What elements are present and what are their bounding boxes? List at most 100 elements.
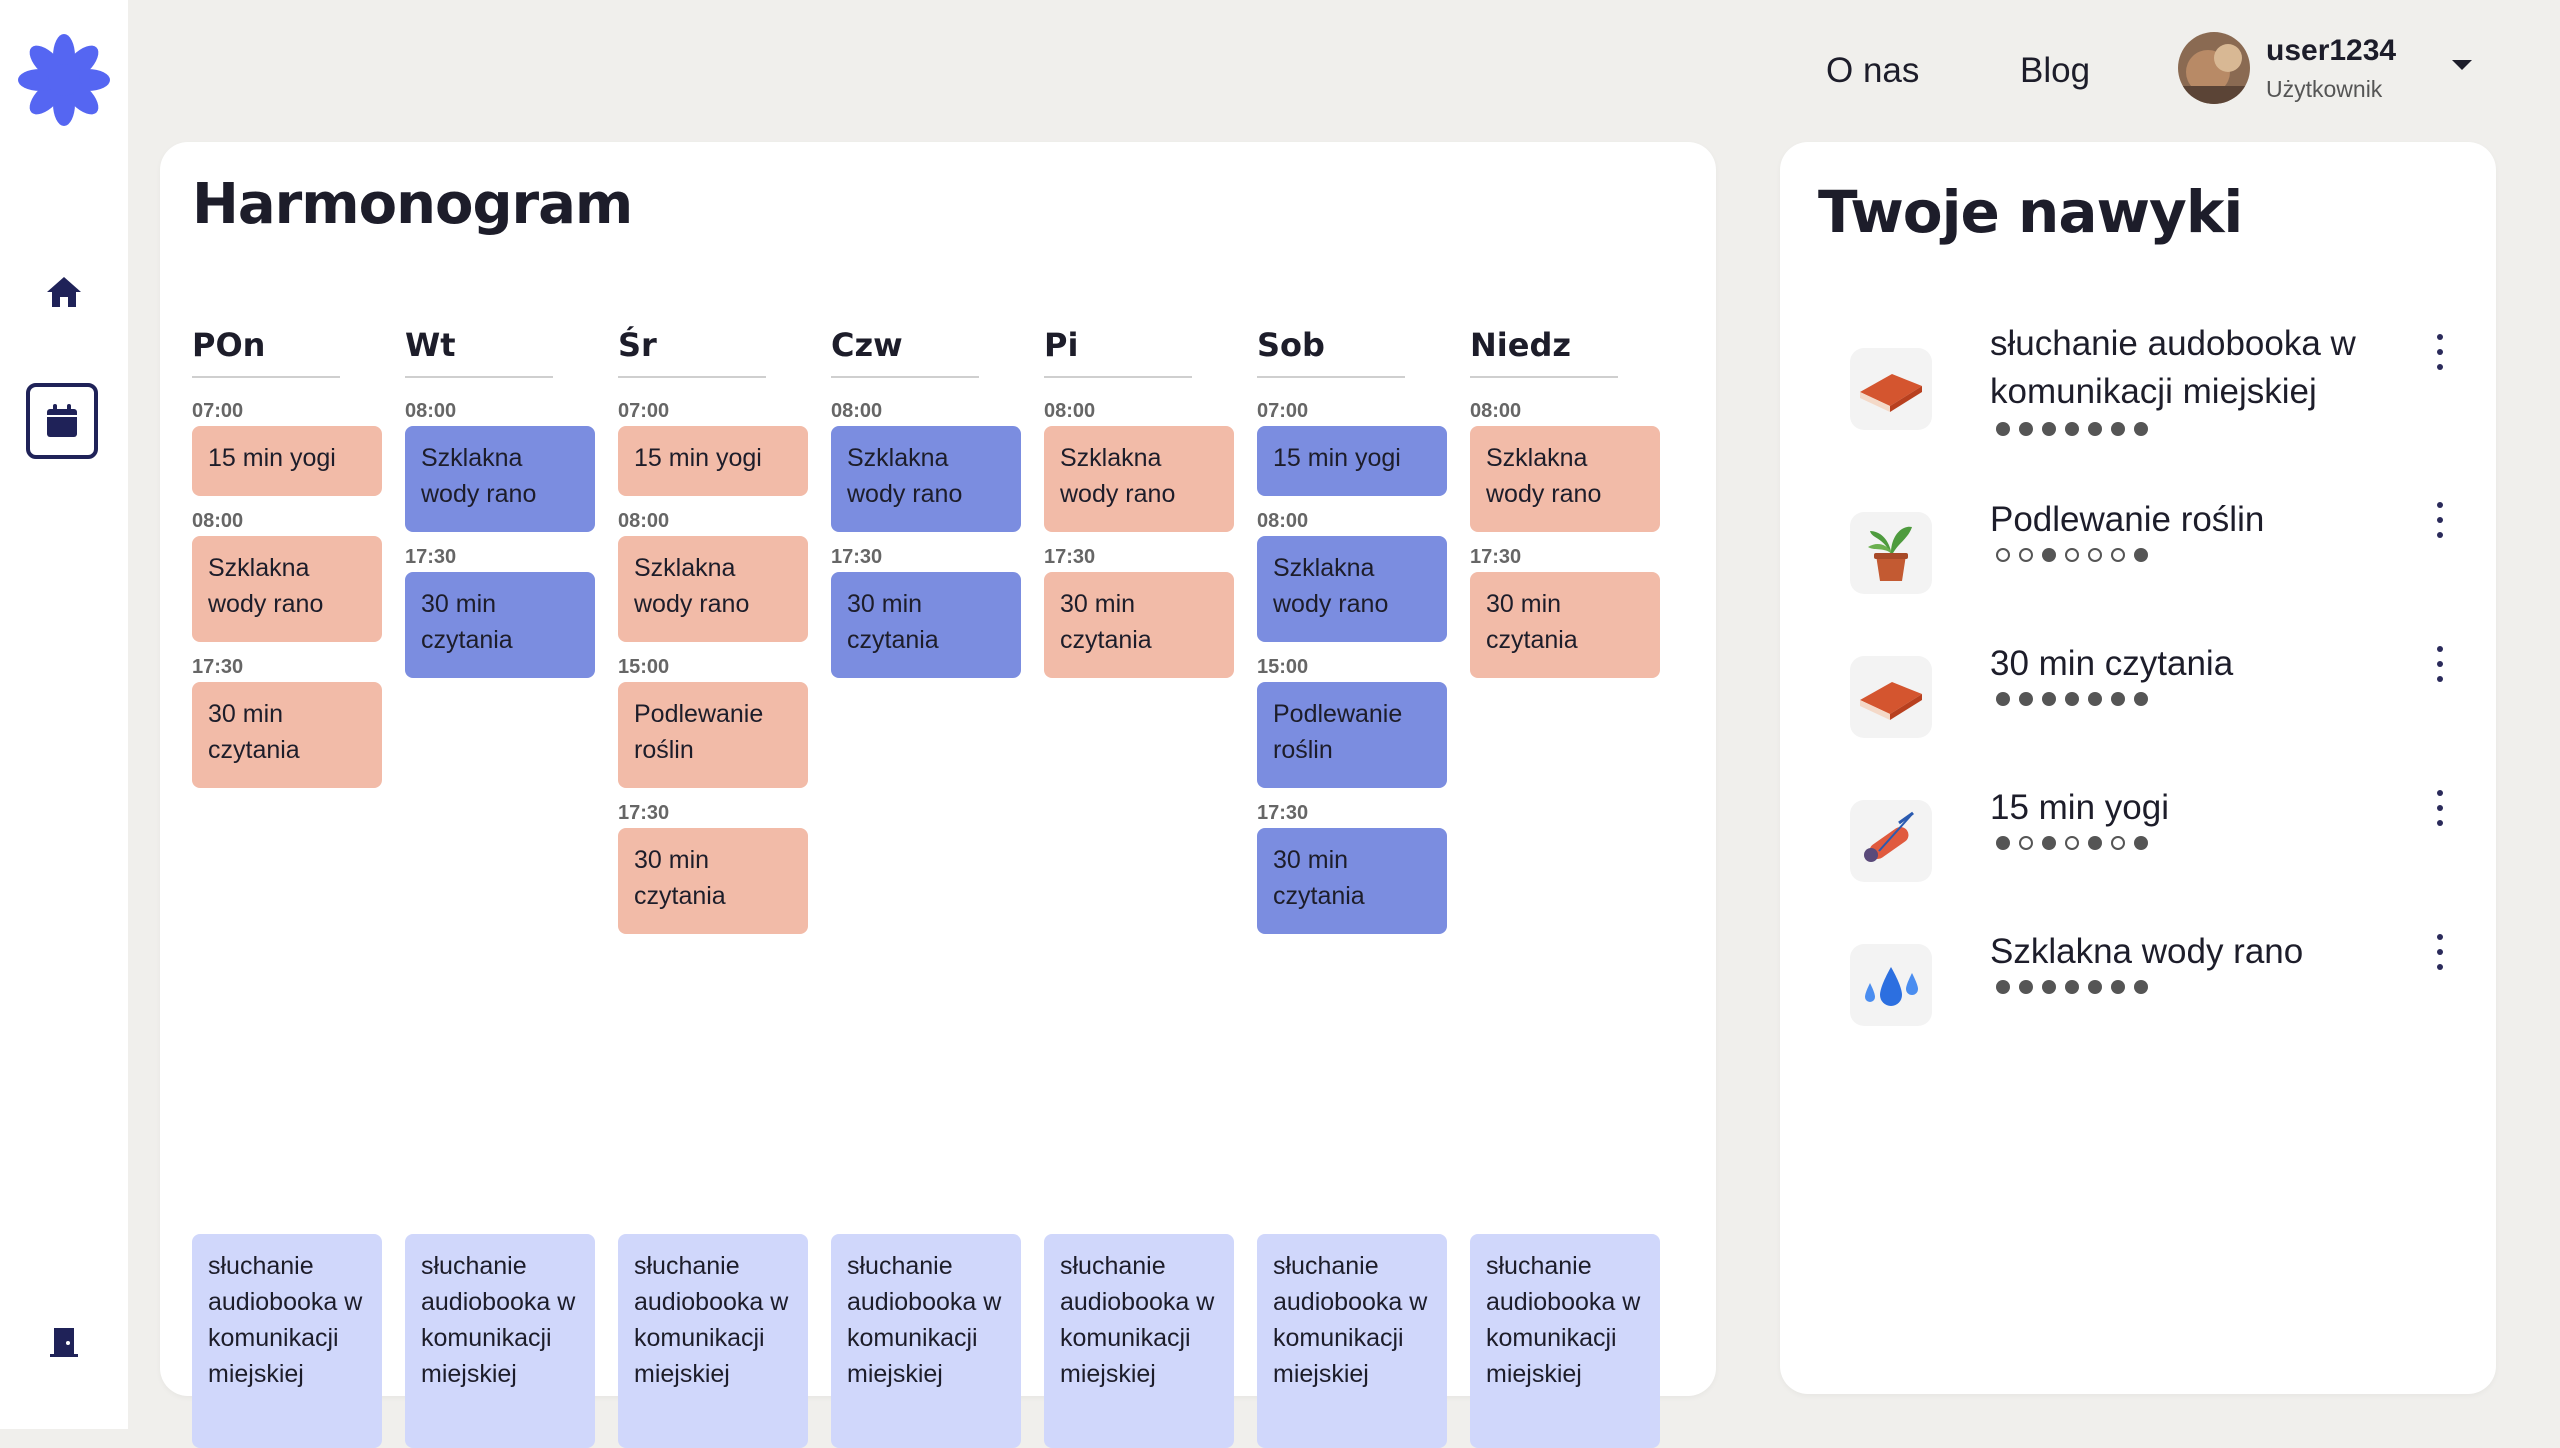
time-label: 08:00 bbox=[831, 400, 883, 422]
day-done-dot bbox=[2088, 980, 2102, 994]
audiobook-card[interactable]: słuchanie audiobooka w komunikacji miejs… bbox=[1257, 1234, 1447, 1448]
time-label: 08:00 bbox=[405, 400, 457, 422]
chevron-down-icon[interactable] bbox=[2452, 60, 2472, 70]
time-label: 17:30 bbox=[1257, 802, 1309, 824]
page-title: Harmonogram bbox=[192, 172, 633, 237]
calendar-icon bbox=[47, 404, 77, 437]
habit-name: 15 min yogi bbox=[1990, 788, 2169, 827]
day-header: Śr bbox=[618, 322, 766, 378]
day-done-dot bbox=[2111, 692, 2125, 706]
day-header: POn bbox=[192, 322, 340, 378]
day-done-dot bbox=[1996, 692, 2010, 706]
book-icon bbox=[1850, 656, 1932, 738]
schedule-card[interactable]: 15 min yogi bbox=[618, 426, 808, 496]
more-options-icon[interactable] bbox=[2430, 646, 2450, 682]
day-header: Niedz bbox=[1470, 322, 1618, 378]
time-label: 17:30 bbox=[192, 656, 244, 678]
habit-name: 30 min czytania bbox=[1990, 644, 2234, 683]
habits-panel: Twoje nawyki słuchanie audobooka w komun… bbox=[1780, 142, 2496, 1394]
day-done-dot bbox=[2042, 692, 2056, 706]
day-header: Wt bbox=[405, 322, 553, 378]
habit-name: Podlewanie roślin bbox=[1990, 500, 2265, 539]
schedule-card[interactable]: Podlewanie roślin bbox=[1257, 682, 1447, 788]
schedule-card[interactable]: 15 min yogi bbox=[1257, 426, 1447, 496]
more-options-icon[interactable] bbox=[2430, 790, 2450, 826]
time-label: 08:00 bbox=[1470, 400, 1522, 422]
schedule-card[interactable]: 30 min czytania bbox=[405, 572, 595, 678]
day-done-dot bbox=[2042, 422, 2056, 436]
schedule-card[interactable]: 30 min czytania bbox=[831, 572, 1021, 678]
day-missed-dot bbox=[2111, 548, 2125, 562]
day-done-dot bbox=[2134, 980, 2148, 994]
logout-door-icon[interactable] bbox=[44, 1320, 84, 1364]
time-label: 17:30 bbox=[1044, 546, 1096, 568]
schedule-card[interactable]: Szklakna wody rano bbox=[192, 536, 382, 642]
day-done-dot bbox=[2134, 836, 2148, 850]
audiobook-card[interactable]: słuchanie audiobooka w komunikacji miejs… bbox=[192, 1234, 382, 1448]
schedule-card[interactable]: 30 min czytania bbox=[192, 682, 382, 788]
day-done-dot bbox=[2111, 422, 2125, 436]
time-label: 07:00 bbox=[192, 400, 244, 422]
day-missed-dot bbox=[2065, 548, 2079, 562]
yoga-mat-icon bbox=[1850, 800, 1932, 882]
time-label: 17:30 bbox=[1470, 546, 1522, 568]
day-done-dot bbox=[2019, 692, 2033, 706]
habit-week-dots bbox=[1996, 422, 2148, 436]
avatar[interactable] bbox=[2178, 32, 2250, 104]
schedule-card[interactable]: 30 min czytania bbox=[1044, 572, 1234, 678]
day-header: Czw bbox=[831, 322, 979, 378]
schedule-card[interactable]: Szklakna wody rano bbox=[618, 536, 808, 642]
time-label: 17:30 bbox=[405, 546, 457, 568]
plant-icon bbox=[1850, 512, 1932, 594]
habits-title: Twoje nawyki bbox=[1818, 178, 2243, 246]
day-done-dot bbox=[2042, 548, 2056, 562]
habit-name: słuchanie audobooka w komunikacji miejsk… bbox=[1990, 324, 2356, 411]
day-done-dot bbox=[2019, 980, 2033, 994]
audiobook-card[interactable]: słuchanie audiobooka w komunikacji miejs… bbox=[1470, 1234, 1660, 1448]
more-options-icon[interactable] bbox=[2430, 502, 2450, 538]
schedule-card[interactable]: 30 min czytania bbox=[618, 828, 808, 934]
schedule-card[interactable]: Szklakna wody rano bbox=[405, 426, 595, 532]
home-icon[interactable] bbox=[40, 268, 88, 316]
day-done-dot bbox=[2134, 422, 2148, 436]
schedule-card[interactable]: Szklakna wody rano bbox=[1044, 426, 1234, 532]
day-done-dot bbox=[2042, 980, 2056, 994]
habit-week-dots bbox=[1996, 692, 2148, 706]
time-label: 07:00 bbox=[618, 400, 670, 422]
day-done-dot bbox=[2134, 548, 2148, 562]
schedule-card[interactable]: Szklakna wody rano bbox=[1257, 536, 1447, 642]
schedule-card[interactable]: Podlewanie roślin bbox=[618, 682, 808, 788]
water-drops-icon bbox=[1850, 944, 1932, 1026]
time-label: 17:30 bbox=[831, 546, 883, 568]
time-label: 15:00 bbox=[618, 656, 670, 678]
nav-about-link[interactable]: O nas bbox=[1826, 51, 1920, 90]
time-label: 08:00 bbox=[192, 510, 244, 532]
time-label: 15:00 bbox=[1257, 656, 1309, 678]
audiobook-card[interactable]: słuchanie audiobooka w komunikacji miejs… bbox=[831, 1234, 1021, 1448]
nav-blog-link[interactable]: Blog bbox=[2020, 51, 2091, 90]
day-missed-dot bbox=[2088, 548, 2102, 562]
day-done-dot bbox=[2065, 980, 2079, 994]
schedule-card[interactable]: 30 min czytania bbox=[1470, 572, 1660, 678]
day-done-dot bbox=[2088, 692, 2102, 706]
schedule-card[interactable]: Szklakna wody rano bbox=[1470, 426, 1660, 532]
audiobook-card[interactable]: słuchanie audiobooka w komunikacji miejs… bbox=[405, 1234, 595, 1448]
habit-name: Szklakna wody rano bbox=[1990, 932, 2304, 971]
more-options-icon[interactable] bbox=[2430, 934, 2450, 970]
logo-flower-icon[interactable] bbox=[16, 32, 112, 128]
schedule-card[interactable]: 15 min yogi bbox=[192, 426, 382, 496]
day-done-dot bbox=[2042, 836, 2056, 850]
habit-week-dots bbox=[1996, 980, 2148, 994]
more-options-icon[interactable] bbox=[2430, 334, 2450, 370]
schedule-card[interactable]: Szklakna wody rano bbox=[831, 426, 1021, 532]
audiobook-card[interactable]: słuchanie audiobooka w komunikacji miejs… bbox=[618, 1234, 808, 1448]
calendar-nav-button[interactable] bbox=[26, 383, 98, 459]
audiobook-card[interactable]: słuchanie audiobooka w komunikacji miejs… bbox=[1044, 1234, 1234, 1448]
schedule-card[interactable]: 30 min czytania bbox=[1257, 828, 1447, 934]
